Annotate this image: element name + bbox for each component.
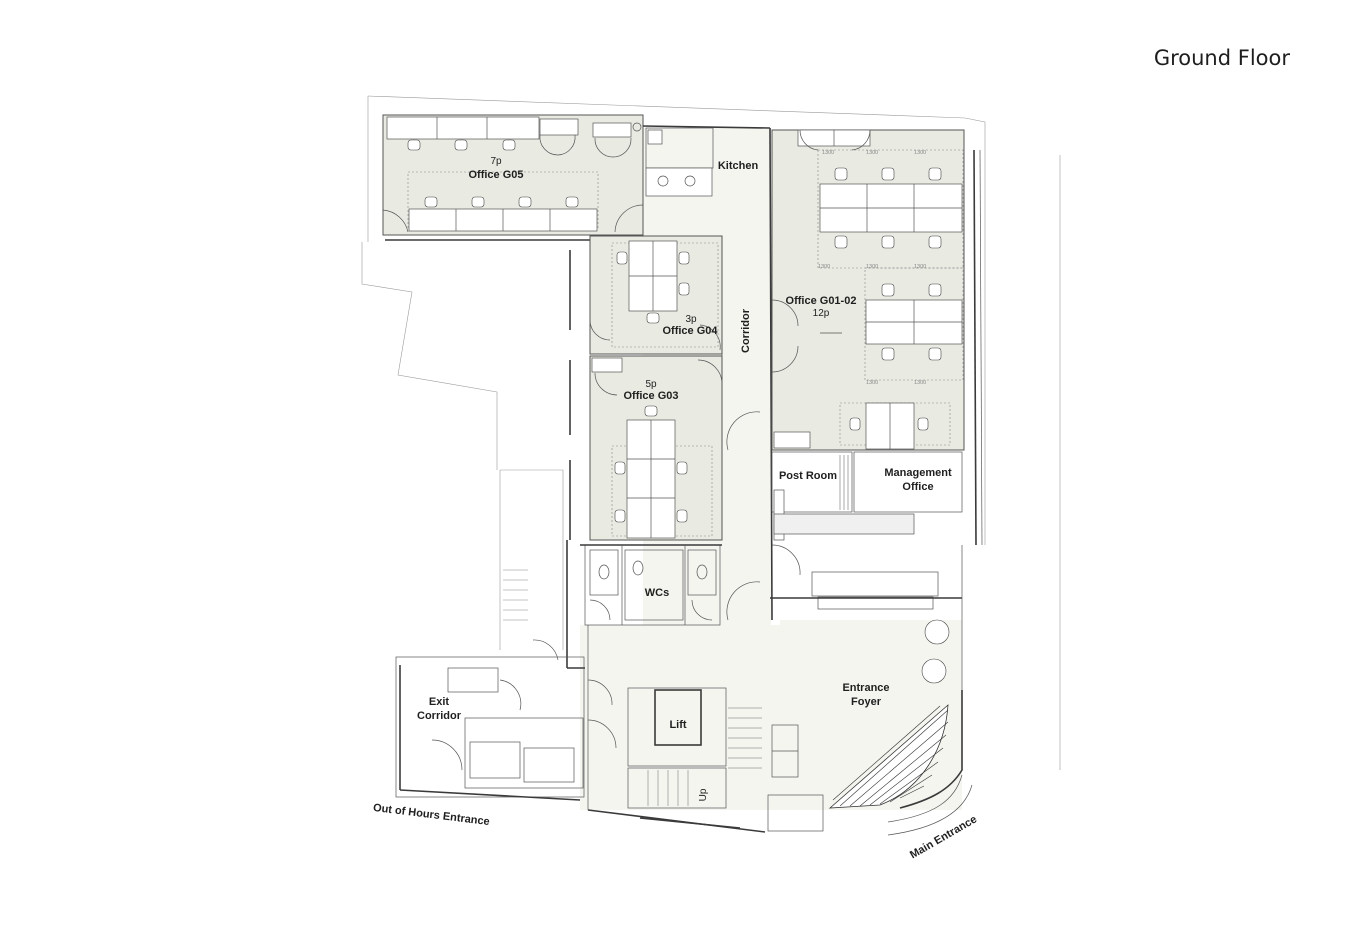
corridor-label: Corridor <box>740 308 752 353</box>
svg-text:1300: 1300 <box>914 380 926 386</box>
floor-title: Ground Floor <box>1153 46 1290 70</box>
stair-treads <box>647 707 762 806</box>
wcs <box>580 544 722 626</box>
out-of-hours-entrance-label: Out of Hours Entrance <box>372 802 490 828</box>
office-g01-02-label: Office G01-02 <box>786 295 857 307</box>
exit-corridor-label-line1: Exit <box>429 696 450 708</box>
svg-text:1300: 1300 <box>866 264 878 270</box>
office-g05-label: Office G05 <box>468 169 523 181</box>
office-g03-capacity: 5p <box>645 379 657 390</box>
office-g05 <box>382 114 644 241</box>
entrance-foyer-label-line2: Foyer <box>851 696 882 708</box>
lift-label: Lift <box>669 719 686 731</box>
svg-text:1300: 1300 <box>818 264 830 270</box>
office-g01-02: 1300 1300 1300 1300 1300 1300 1300 1300 <box>771 129 983 546</box>
stair-up-label: Up <box>698 788 709 801</box>
exit-corridor <box>395 569 741 829</box>
svg-text:1300: 1300 <box>914 150 926 156</box>
svg-text:1300: 1300 <box>822 150 834 156</box>
revolving-door-hatch <box>832 705 949 807</box>
office-g05-capacity: 7p <box>490 156 502 167</box>
entrance-foyer <box>828 619 973 836</box>
lift-stair-core <box>587 625 824 833</box>
svg-text:1300: 1300 <box>866 380 878 386</box>
interior-walls <box>566 127 773 669</box>
kitchen-label: Kitchen <box>718 160 759 172</box>
management-office <box>770 451 963 690</box>
post-room-label: Post Room <box>779 470 837 482</box>
exit-corridor-label-line2: Corridor <box>417 710 462 722</box>
office-g03-label: Office G03 <box>623 390 678 402</box>
chairs-g01-02 <box>834 167 942 431</box>
office-g01-02-capacity: 12p <box>813 308 830 319</box>
main-entrance-label: Main Entrance <box>908 813 979 861</box>
svg-text:1300: 1300 <box>866 150 878 156</box>
office-g04-capacity: 3p <box>685 314 697 325</box>
wcs-label: WCs <box>645 587 669 599</box>
chairs-g05 <box>407 139 579 208</box>
dimension-labels: 1300 1300 1300 1300 1300 1300 1300 1300 <box>818 150 926 386</box>
office-g04 <box>589 235 723 355</box>
kitchen <box>642 125 771 197</box>
office-g04-label: Office G04 <box>662 325 718 337</box>
entrance-foyer-label-line1: Entrance <box>842 682 889 694</box>
site-outline <box>361 95 1061 770</box>
management-label-line2: Office <box>902 481 933 493</box>
management-label-line1: Management <box>884 467 952 479</box>
exit-stair-treads <box>503 569 528 621</box>
svg-text:1300: 1300 <box>914 264 926 270</box>
